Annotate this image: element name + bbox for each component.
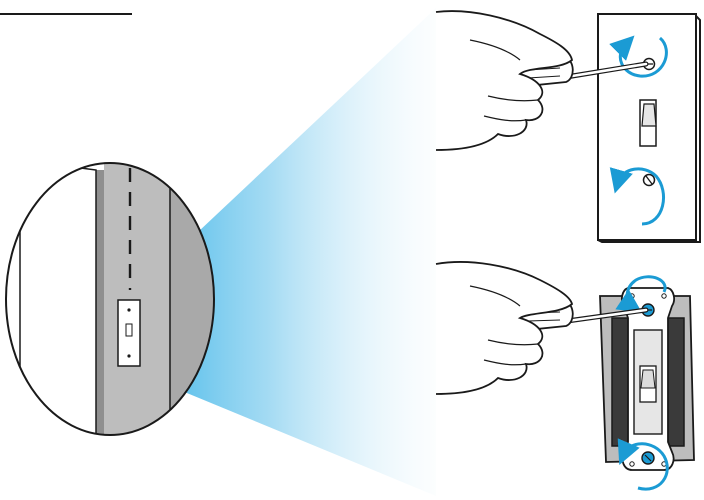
- unscrew-cover-plate-panel: [436, 11, 700, 242]
- unscrew-switch-mounting-panel: [436, 262, 694, 489]
- door-frame: [96, 170, 104, 440]
- toggle-lever: [642, 104, 656, 126]
- cover-screw-bottom: [644, 175, 655, 186]
- mounting-screw-bottom: [642, 452, 654, 464]
- door-leaf: [20, 160, 96, 440]
- wall-closeup-panel: [0, 160, 230, 440]
